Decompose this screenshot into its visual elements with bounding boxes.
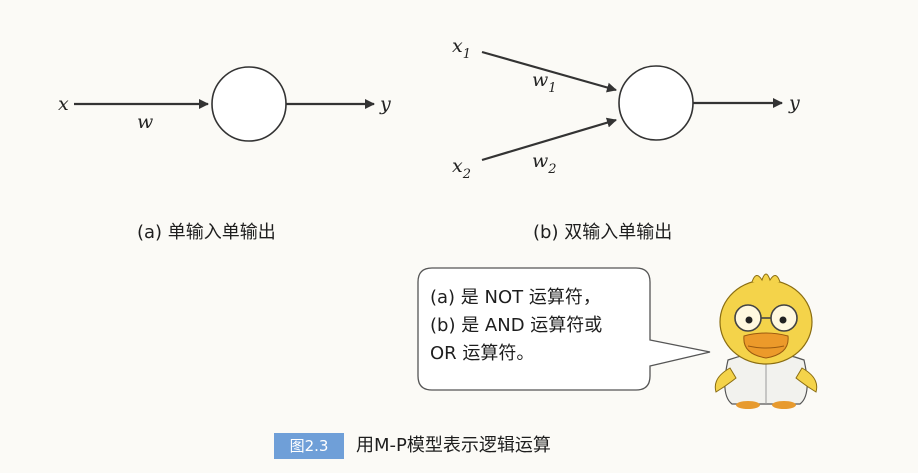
speech-bubble: [417, 267, 711, 391]
bubble-line: OR 运算符。: [430, 343, 535, 364]
bubble-line: (a) 是 NOT 运算符，: [430, 287, 601, 308]
diagram-a: x w y (a) 单输入单输出: [58, 66, 391, 243]
neuron-circle: [211, 66, 287, 142]
weight-w-label: w: [137, 111, 153, 133]
duck-mascot-icon: [714, 273, 818, 409]
input1-arrow: [481, 50, 617, 93]
input-x-label: x: [58, 93, 69, 115]
caption-a: (a) 单输入单输出: [137, 222, 276, 243]
output-y-label: y: [379, 93, 391, 115]
weight-w2-label: w2: [532, 150, 557, 177]
diagram-b: x1 w1 x2 w2 y (b) 双输入单输出: [452, 35, 800, 243]
input-x2-label: x2: [452, 155, 471, 182]
output-y-label: y: [788, 92, 800, 114]
speech-bubble-text: (a) 是 NOT 运算符， (b) 是 AND 运算符或 OR 运算符。: [430, 284, 650, 368]
neuron-circle: [618, 65, 694, 141]
caption-b: (b) 双输入单输出: [533, 222, 672, 243]
input-x1-label: x1: [452, 35, 471, 62]
figure-number-badge: 图2.3: [274, 433, 344, 459]
input2-arrow: [481, 117, 617, 162]
bubble-line: (b) 是 AND 运算符或: [430, 315, 603, 336]
weight-w1-label: w1: [532, 69, 557, 96]
figure-title: 用M-P模型表示逻辑运算: [356, 435, 551, 456]
